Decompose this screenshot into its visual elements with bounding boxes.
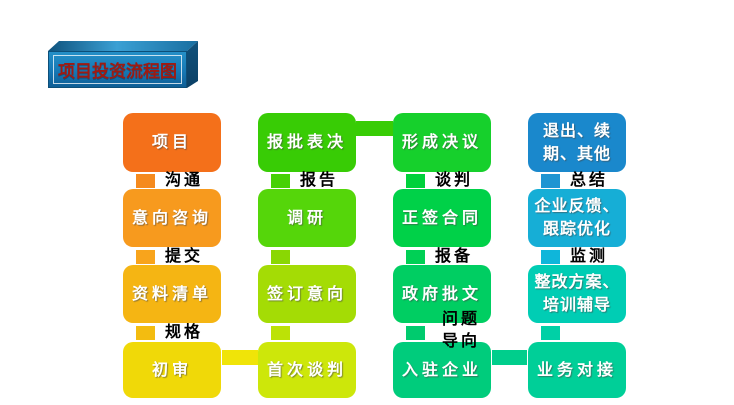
link-summary-label: 总结 (570, 172, 609, 189)
link-square (271, 250, 290, 264)
link-monitoring-label: 监测 (570, 248, 609, 265)
link-problem-oriented-label: 问题导向 (442, 311, 481, 350)
link-submit-label: 提交 (165, 248, 204, 265)
link-square (271, 326, 290, 340)
link-report-label: 报告 (300, 172, 339, 189)
box-project: 项目 (123, 113, 221, 172)
box-first-negotiation: 首次谈判 (258, 342, 356, 398)
box-materials-list: 资料清单 (123, 265, 221, 323)
link-filing-square (406, 250, 425, 264)
page-title: 项目投资流程图 (58, 62, 177, 81)
link-square (541, 326, 560, 340)
link-report-square (271, 174, 290, 188)
bridge-approval-to-resolution (356, 121, 393, 136)
box-enterprise-feedback: 企业反馈、跟踪优化 (528, 189, 626, 247)
link-summary-square (541, 174, 560, 188)
box-initial-review: 初审 (123, 342, 221, 398)
link-submit-square (136, 250, 155, 264)
link-monitoring-square (541, 250, 560, 264)
box-research: 调研 (258, 189, 356, 247)
bridge-entry-to-docking (492, 350, 527, 365)
link-specification-label: 规格 (165, 324, 204, 341)
box-exit-renewal-other: 退出、续期、其他 (528, 113, 626, 172)
link-negotiation-label: 谈判 (435, 172, 474, 189)
banner-face: 项目投资流程图 (48, 51, 187, 88)
link-filing-label: 报备 (435, 248, 474, 265)
box-enterprise-entry: 入驻企业 (393, 342, 491, 398)
box-form-resolution: 形成决议 (393, 113, 491, 172)
box-business-docking: 业务对接 (528, 342, 626, 398)
link-specification-square (136, 326, 155, 340)
box-rectification-training: 整改方案、培训辅导 (528, 265, 626, 323)
box-sign-contract: 正签合同 (393, 189, 491, 247)
title-banner: 项目投资流程图 (45, 38, 205, 94)
link-communication-label: 沟通 (165, 172, 204, 189)
banner-side-bevel (187, 41, 198, 88)
link-negotiation-square (406, 174, 425, 188)
link-problem-oriented-square (406, 326, 425, 340)
link-communication-square (136, 174, 155, 188)
box-intention-consult: 意向咨询 (123, 189, 221, 247)
bridge-review-to-negotiation (222, 350, 258, 365)
box-sign-intent: 签订意向 (258, 265, 356, 323)
box-government-approval: 政府批文 (393, 265, 491, 323)
box-approval-vote: 报批表决 (258, 113, 356, 172)
banner-top-bevel (48, 41, 198, 51)
